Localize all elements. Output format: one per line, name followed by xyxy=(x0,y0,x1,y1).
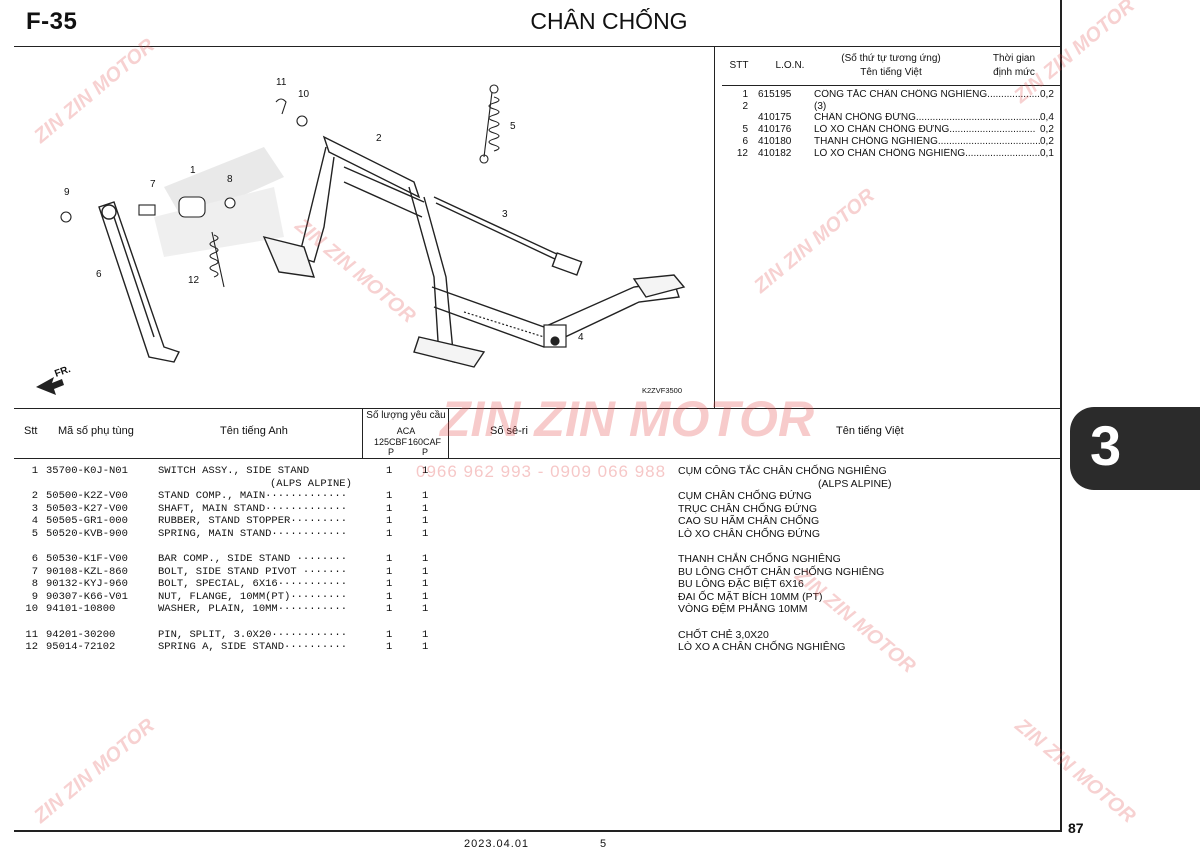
side-spring xyxy=(209,231,225,288)
labor-header-time-1: Thời gian xyxy=(992,53,1036,64)
side-stand-bar-drawing xyxy=(98,201,180,363)
split-pin xyxy=(275,98,287,115)
callout-7: 7 xyxy=(150,179,156,190)
footer-mark: 5 xyxy=(600,838,607,850)
parts-header-qty: Số lượng yêu cầu xyxy=(366,410,446,421)
labor-header-stt: STT xyxy=(729,60,749,71)
parts-header-qty-p2: P xyxy=(422,447,429,457)
parts-header-part-no: Mã số phụ tùng xyxy=(58,425,134,437)
labor-row: 5 410176 LÒ XO CHÂN CHỐNG ĐỨNG..........… xyxy=(742,124,1054,135)
rubber-stopper-drawing xyxy=(463,311,567,348)
section-tab: 3 xyxy=(1070,407,1200,490)
callout-5: 5 xyxy=(510,121,516,132)
page-code: F-35 xyxy=(26,8,78,35)
flange-nut xyxy=(60,211,72,223)
washer xyxy=(296,115,308,127)
qty-col-left-border xyxy=(362,409,363,458)
parts-header-stt: Stt xyxy=(24,425,38,437)
pivot-bolt xyxy=(138,204,156,216)
callout-2: 2 xyxy=(376,133,382,144)
diagram-ref-code: K2ZVF3500 xyxy=(642,386,683,395)
callout-4: 4 xyxy=(578,332,584,343)
page-number: 87 xyxy=(1068,820,1084,836)
honda-logo-watermark xyxy=(154,147,284,257)
header-divider xyxy=(14,46,1062,47)
main-stand-drawing xyxy=(262,135,686,368)
labor-row: 410175 CHÂN CHỐNG ĐỨNG..................… xyxy=(758,112,1054,123)
front-label: FR. xyxy=(53,364,72,380)
callout-8: 8 xyxy=(227,174,233,185)
page-title: CHÂN CHỐNG xyxy=(530,8,688,34)
labor-header-divider xyxy=(722,85,1060,86)
page-frame xyxy=(14,0,1062,832)
callout-6: 6 xyxy=(96,269,102,280)
footer-date: 2023.04.01 xyxy=(464,838,530,850)
parts-header-qty-p1: P xyxy=(388,447,395,457)
labor-row: 1 615195 CÔNG TẮC CHÂN CHỐNG NGHIÊNG....… xyxy=(742,89,1054,100)
labor-header-lon: L.O.N. xyxy=(775,60,805,71)
labor-row: 6 410180 THANH CHỐNG NGHIÊNG............… xyxy=(742,136,1054,147)
parts-header-vn-name: Tên tiếng Việt xyxy=(836,425,904,437)
watermark-phone-center: 0966 962 993 - 0909 066 988 xyxy=(416,462,667,481)
exploded-diagram: FR. 11 10 2 5 3 4 1 7 8 9 6 12 K2ZVF3500 xyxy=(14,47,715,409)
labor-row: 12 410182 LÒ XO CHÂN CHỐNG NGHIÊNG......… xyxy=(736,148,1054,159)
diagram-table-divider xyxy=(14,408,1062,409)
labor-header-name-2: Tên tiếng Việt xyxy=(860,67,922,78)
main-stand-spring-drawing xyxy=(479,84,500,164)
labor-time-table: STT L.O.N. (Số thứ tự tương ứng) Tên tiế… xyxy=(716,48,1060,408)
shaft-drawing xyxy=(433,196,583,276)
special-bolt xyxy=(224,197,236,209)
callout-12: 12 xyxy=(188,275,200,286)
parts-header-serial: Số sê-ri xyxy=(490,425,528,437)
diagram-drawing: FR. 11 10 2 5 3 4 1 7 8 9 6 12 xyxy=(36,77,686,395)
callout-9: 9 xyxy=(64,187,70,198)
parts-header-qty-col1: 125CBF xyxy=(374,437,408,447)
parts-header-divider xyxy=(14,458,1062,459)
labor-header-time-2: định mức xyxy=(993,67,1035,78)
switch xyxy=(178,196,206,218)
labor-header-name-1: (Số thứ tự tương ứng) xyxy=(841,53,941,64)
section-tab-number: 3 xyxy=(1090,414,1122,477)
small-parts-drawing xyxy=(60,98,308,288)
parts-header-qty-col2: 160CAF xyxy=(408,437,442,447)
callout-1: 1 xyxy=(190,165,196,176)
qty-col-right-border xyxy=(448,409,449,458)
front-arrow: FR. xyxy=(36,364,72,395)
callout-10: 10 xyxy=(298,89,310,100)
parts-header-en-name: Tên tiếng Anh xyxy=(220,425,288,437)
callout-3: 3 xyxy=(502,209,508,220)
labor-row: 2 (3) xyxy=(742,101,827,112)
parts-header-qty-model: ACA xyxy=(396,426,416,436)
callout-11: 11 xyxy=(276,77,287,88)
